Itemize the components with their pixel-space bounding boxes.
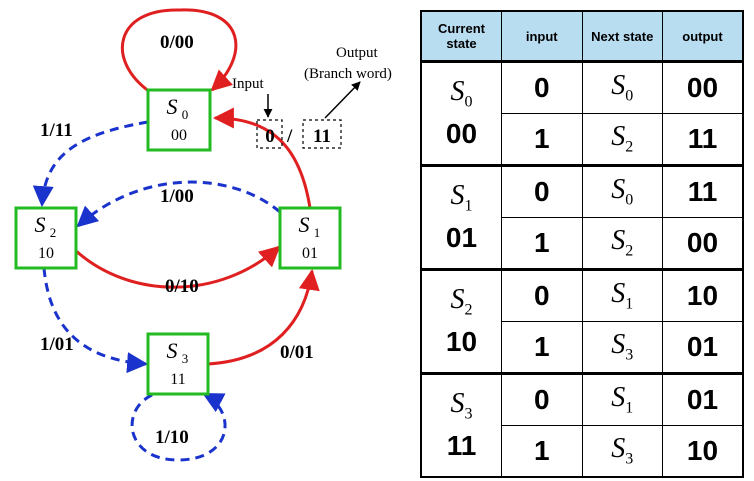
legend-input-value: 0 xyxy=(265,126,275,147)
current-state-cell: S1 01 xyxy=(420,164,502,270)
current-state-cell: S3 11 xyxy=(420,372,502,478)
output-cell: 01 xyxy=(662,321,744,374)
output-cell: 00 xyxy=(662,217,744,270)
edge-s0-self xyxy=(120,8,238,94)
edge-s2-s3 xyxy=(42,267,149,374)
output-cell: 11 xyxy=(662,164,744,218)
output-cell: 01 xyxy=(662,372,744,426)
header-next-state: Next state xyxy=(581,10,663,62)
edge-s2-s1-bottom xyxy=(73,245,281,289)
output-cell: 00 xyxy=(662,60,744,114)
state-s2-code: 10 xyxy=(38,245,54,262)
table-header-row: Current state input Next state output xyxy=(420,10,744,62)
input-cell: 1 xyxy=(501,425,583,478)
state-s3-sub: 3 xyxy=(182,351,189,366)
legend-input-label: Input xyxy=(232,76,264,92)
state-s3-code: 11 xyxy=(170,371,185,388)
state-s2: S 2 10 xyxy=(14,206,78,270)
branch-word-legend: Input Output (Branch word) 0 / 11 xyxy=(232,45,392,149)
edge-label-1-11: 1/11 xyxy=(40,120,73,141)
header-current-state: Current state xyxy=(420,10,502,62)
edge-s3-s1 xyxy=(207,268,320,366)
table-row: S3 11 0 S1 01 xyxy=(420,372,744,478)
table-row: 1 S2 11 xyxy=(421,113,744,166)
edge-s1-s0 xyxy=(212,107,312,209)
edge-label-1-01: 1/01 xyxy=(40,334,74,355)
next-state-cell: S2 xyxy=(581,217,663,270)
header-output: output xyxy=(662,10,744,62)
state-s2-sub: 2 xyxy=(50,225,57,240)
state-diagram: S 0 00 S 2 10 S 1 01 S 3 11 0/00 1/11 1/… xyxy=(14,8,392,462)
legend-slash: / xyxy=(286,126,293,147)
legend-output-value: 11 xyxy=(313,126,331,147)
output-cell: 10 xyxy=(662,425,744,478)
edge-label-0-00: 0/00 xyxy=(160,32,194,53)
next-state-cell: S3 xyxy=(581,425,663,478)
current-state-cell: S0 00 xyxy=(420,60,502,166)
output-cell: 10 xyxy=(662,268,744,322)
edge-label-0-01: 0/01 xyxy=(280,342,314,363)
input-cell: 0 xyxy=(501,60,583,114)
legend-output-label-2: (Branch word) xyxy=(304,66,392,82)
next-state-cell: S2 xyxy=(581,113,663,166)
next-state-cell: S0 xyxy=(581,60,663,114)
state-s1-code: 01 xyxy=(302,245,318,262)
current-state-cell: S2 10 xyxy=(420,268,502,374)
input-cell: 1 xyxy=(501,113,583,166)
state-s0-code: 00 xyxy=(171,127,187,144)
input-cell: 0 xyxy=(501,372,583,426)
state-s2-name: S xyxy=(35,212,46,237)
table-row: 1 S3 10 xyxy=(421,425,744,478)
edge-label-0-10: 0/10 xyxy=(165,276,199,297)
input-cell: 1 xyxy=(501,321,583,374)
table-row: S2 10 0 S1 10 xyxy=(420,268,744,374)
next-state-cell: S1 xyxy=(581,268,663,322)
state-s3: S 3 11 xyxy=(146,332,210,396)
input-cell: 0 xyxy=(501,268,583,322)
table-row: S0 00 0 S0 00 xyxy=(420,60,744,166)
state-s0-sub: 0 xyxy=(182,107,189,122)
edge-label-1-10: 1/10 xyxy=(155,427,189,448)
edge-label-1-00: 1/00 xyxy=(160,186,194,207)
state-table-container: Current state input Next state output S0… xyxy=(420,10,744,478)
state-diagram-svg: S 0 00 S 2 10 S 1 01 S 3 11 0/00 1/11 1/… xyxy=(14,8,392,462)
state-s0: S 0 00 xyxy=(146,88,212,152)
state-s1-sub: 1 xyxy=(314,225,321,240)
table-row: S1 01 0 S0 11 xyxy=(420,164,744,270)
next-state-cell: S3 xyxy=(581,321,663,374)
input-cell: 1 xyxy=(501,217,583,270)
next-state-cell: S1 xyxy=(581,372,663,426)
state-table: Current state input Next state output S0… xyxy=(420,10,744,478)
state-s3-name: S xyxy=(167,338,178,363)
state-s1-name: S xyxy=(299,212,310,237)
header-input: input xyxy=(501,10,583,62)
input-cell: 0 xyxy=(501,164,583,218)
next-state-cell: S0 xyxy=(581,164,663,218)
legend-output-label: Output xyxy=(336,45,379,61)
output-cell: 11 xyxy=(662,113,744,166)
state-s0-name: S xyxy=(167,94,178,119)
state-s1: S 1 01 xyxy=(278,206,342,270)
